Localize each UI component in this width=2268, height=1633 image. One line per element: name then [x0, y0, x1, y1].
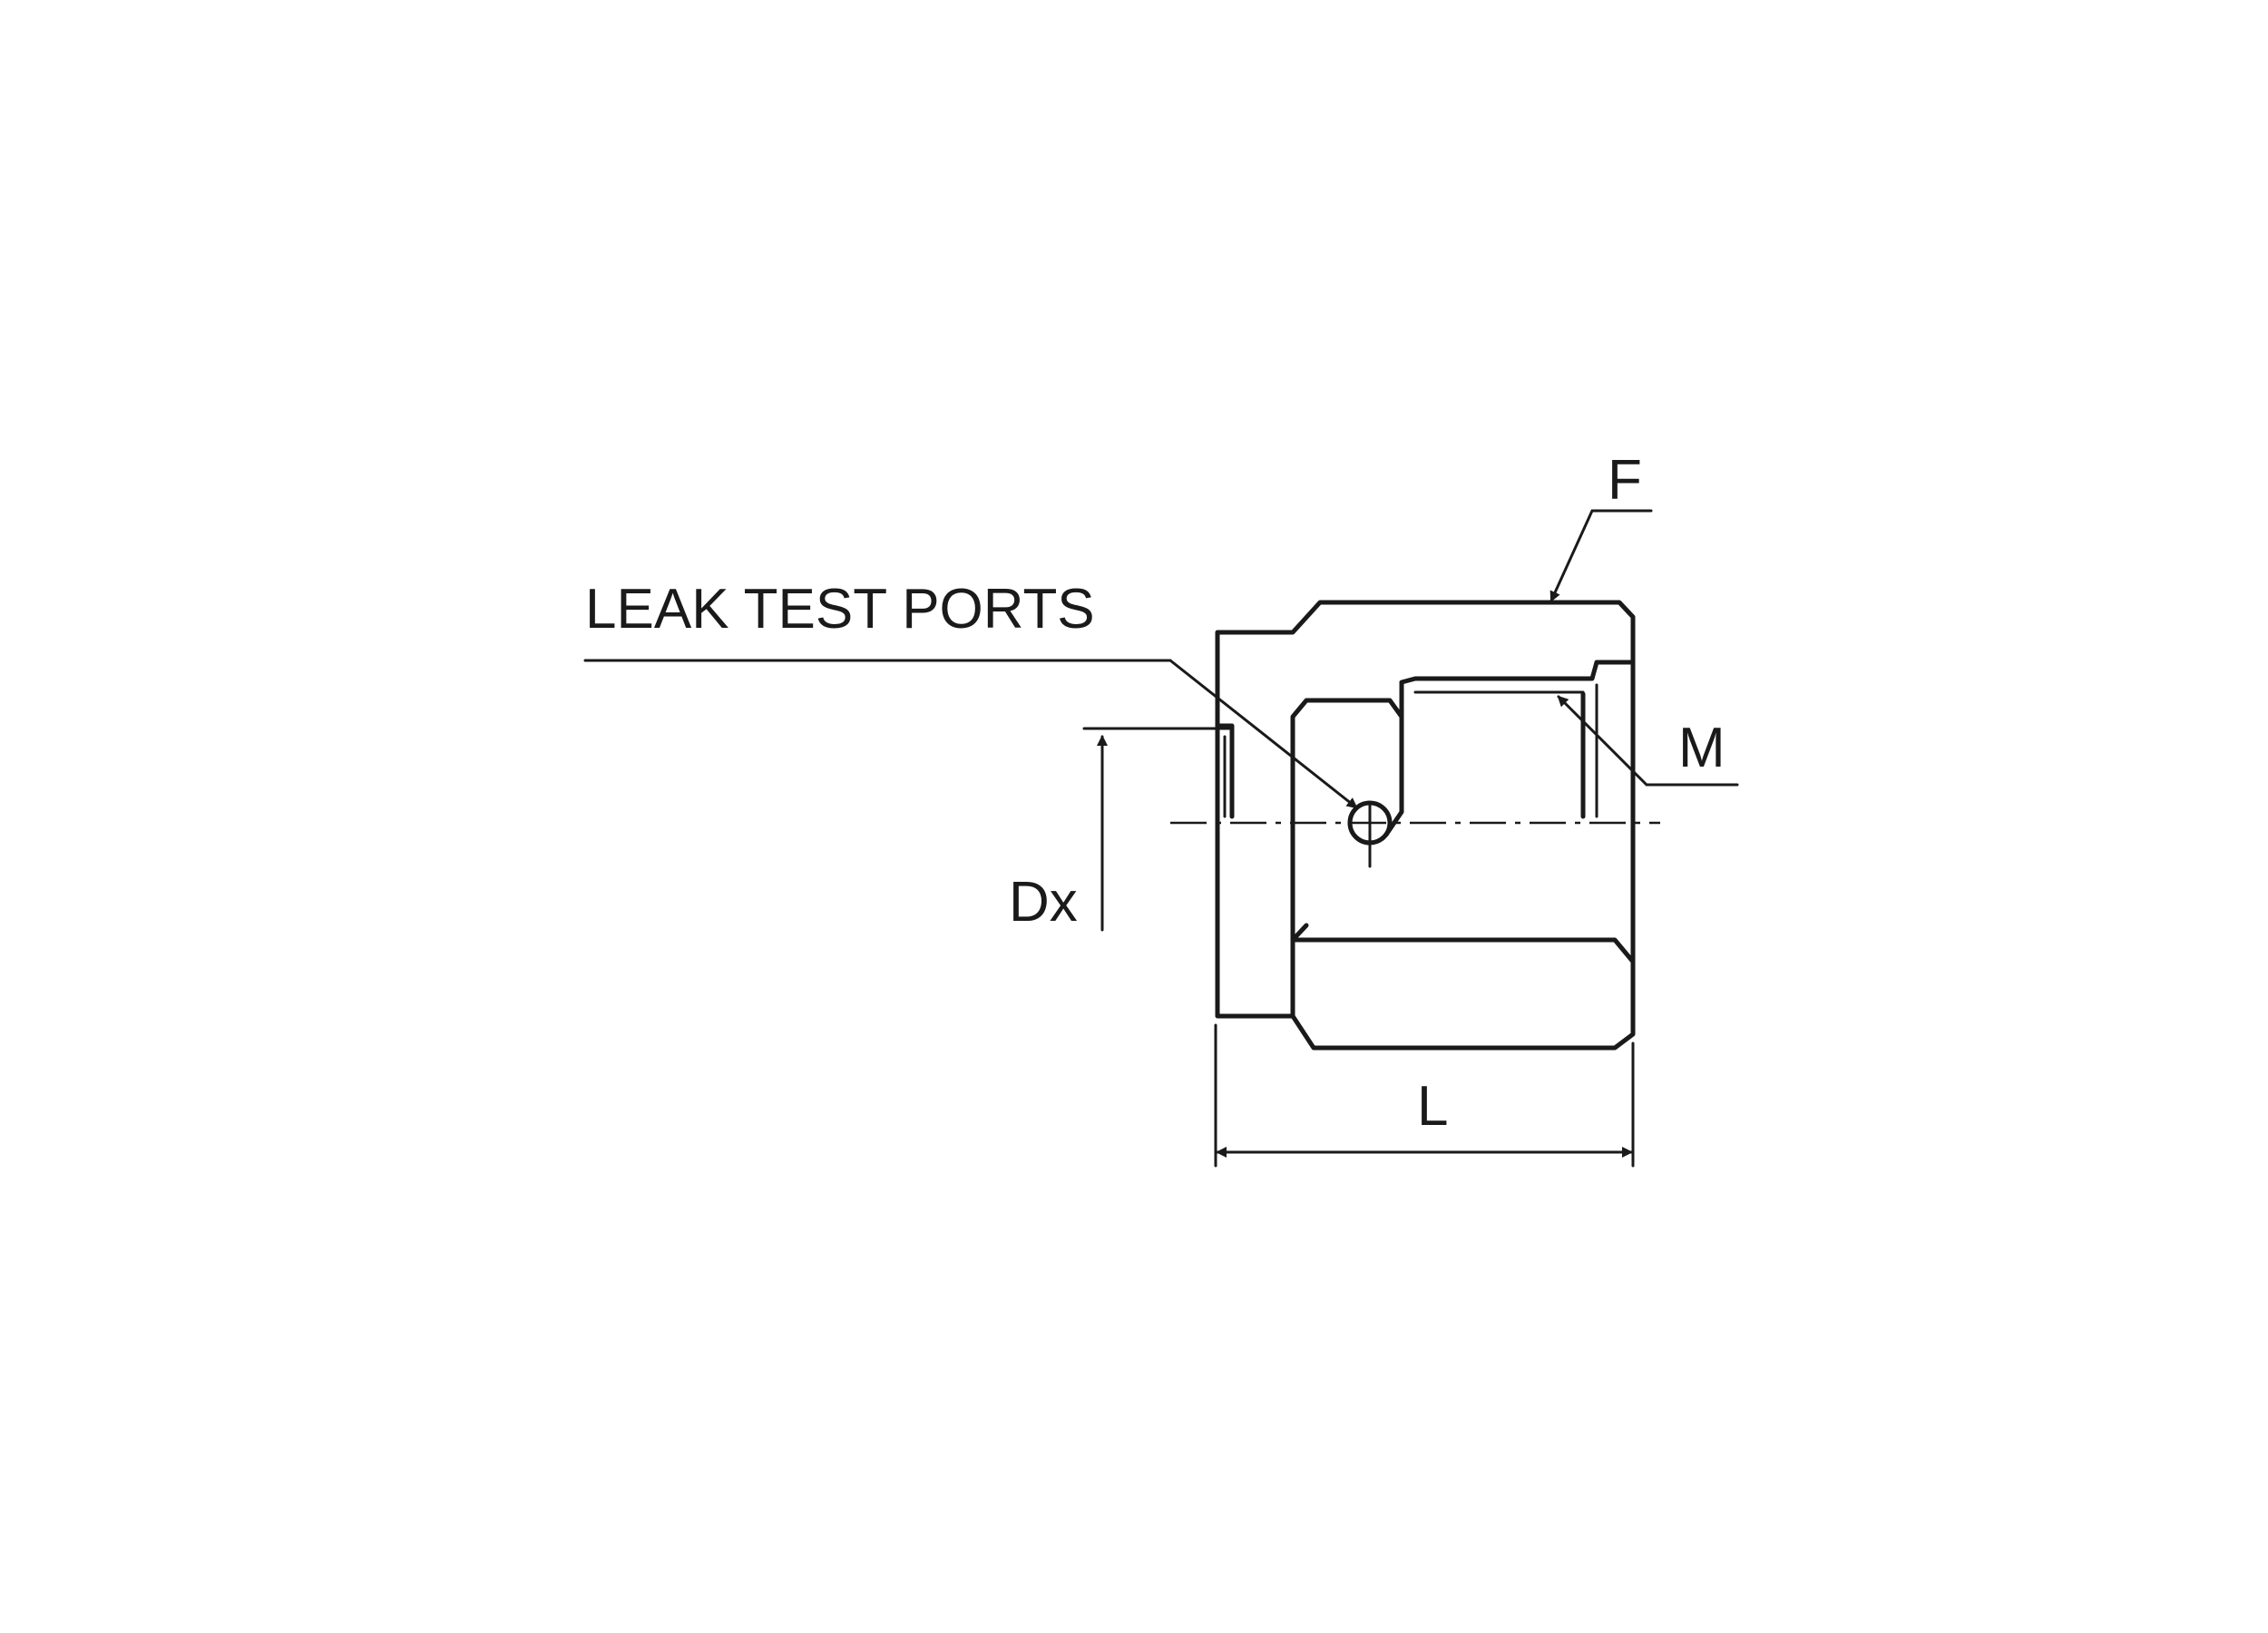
- leak-test-ports-leader: [583, 659, 1358, 809]
- leak-test-ports-label: LEAK TEST PORTS: [585, 578, 1095, 640]
- dx-label: Dx: [1009, 871, 1078, 934]
- inner-bore-step: [1399, 660, 1636, 719]
- left-neck: [1215, 723, 1235, 819]
- m-leader: [1557, 695, 1739, 787]
- f-label: F: [1608, 449, 1642, 512]
- inner-bore-left: [1290, 698, 1404, 1019]
- fitting-body-outline: [1215, 600, 1636, 1051]
- m-label: M: [1678, 717, 1725, 779]
- l-label: L: [1417, 1075, 1448, 1138]
- f-leader: [1549, 509, 1653, 602]
- hex-flat-upper-line: [1290, 937, 1636, 964]
